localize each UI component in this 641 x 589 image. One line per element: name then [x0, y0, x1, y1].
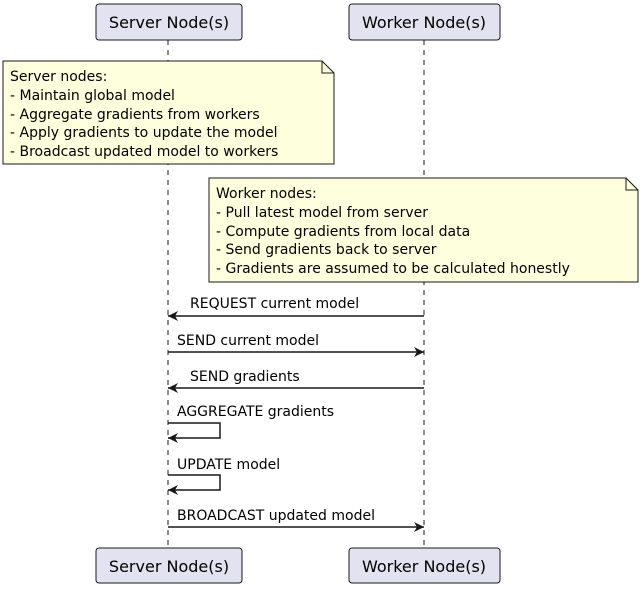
message-broadcast-updated-model: BROADCAST updated model — [168, 508, 424, 532]
worker-participant-label: Worker Node(s) — [362, 13, 486, 32]
message-aggregate-gradients: AGGREGATE gradients — [168, 404, 334, 443]
worker-participant-bottom: Worker Node(s) — [348, 547, 501, 584]
message-label: UPDATE model — [177, 457, 280, 473]
message-send-gradients: SEND gradients — [168, 369, 424, 393]
worker-note-line: - Pull latest model from server — [216, 205, 428, 221]
server-participant-bottom: Server Node(s) — [95, 547, 243, 584]
server-note-line: - Broadcast updated model to workers — [10, 144, 278, 160]
worker-note-line: - Gradients are assumed to be calculated… — [216, 261, 570, 277]
worker-note-line: - Send gradients back to server — [216, 242, 437, 258]
message-send-current-model: SEND current model — [168, 333, 424, 357]
message-label: AGGREGATE gradients — [177, 404, 334, 420]
server-note-line: - Aggregate gradients from workers — [10, 107, 260, 123]
server-participant-top: Server Node(s) — [95, 3, 243, 41]
message-arrow — [168, 474, 221, 495]
worker-note-line: Worker nodes: — [216, 186, 317, 202]
message-arrow — [168, 422, 221, 443]
worker-note: Worker nodes: - Pull latest model from s… — [208, 177, 639, 283]
worker-note-line: - Compute gradients from local data — [216, 224, 470, 240]
server-note-line: - Apply gradients to update the model — [10, 125, 278, 141]
message-label: SEND gradients — [190, 369, 300, 385]
worker-participant-top: Worker Node(s) — [348, 3, 501, 41]
server-note-line: Server nodes: — [10, 69, 107, 85]
worker-participant-label: Worker Node(s) — [362, 557, 486, 576]
message-label: SEND current model — [177, 333, 319, 349]
message-label: REQUEST current model — [190, 296, 359, 312]
server-note-line: - Maintain global model — [10, 88, 175, 104]
server-note: Server nodes: - Maintain global model - … — [2, 60, 335, 165]
message-label: BROADCAST updated model — [177, 508, 375, 524]
message-update-model: UPDATE model — [168, 457, 280, 495]
server-participant-label: Server Node(s) — [109, 13, 229, 32]
server-participant-label: Server Node(s) — [109, 557, 229, 576]
message-request-current-model: REQUEST current model — [168, 296, 424, 321]
